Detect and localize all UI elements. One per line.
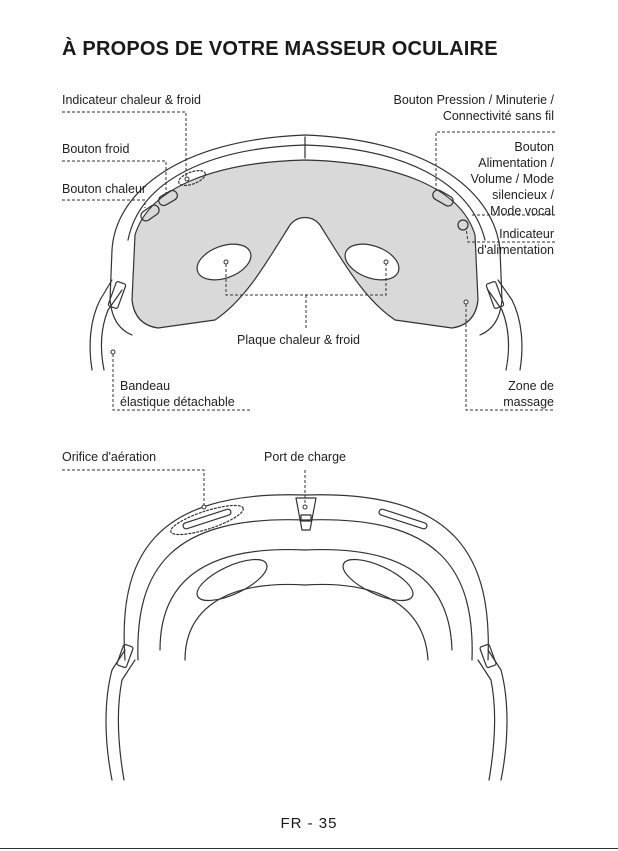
back-left-pad [196,558,268,602]
bottom-divider [0,848,618,849]
label-plate: Plaque chaleur & froid [237,333,360,347]
left-strap [89,279,123,371]
right-strap [487,279,523,371]
label-vent: Orifice d'aération [62,450,157,464]
charging-port-shape [295,497,317,531]
heat-button-shape [140,204,160,222]
mask-outer-shell [111,134,503,336]
label-indicator-heat-cold: Indicateur chaleur & froid [62,93,201,107]
vent-area [170,504,244,536]
back-right-pad [342,558,414,602]
label-massage-zone: Zone de massage [503,379,554,409]
label-pressure-button: Bouton Pression / Minuterie / Connectivi… [393,93,555,123]
massage-plate [131,159,479,329]
label-power-button: Bouton Alimentation / Volume / Mode sile… [470,140,554,218]
power-button-shape [432,189,454,207]
page-title: À PROPOS DE VOTRE MASSEUR OCULAIRE [62,38,498,60]
label-charging-port: Port de charge [264,450,346,464]
cold-button-shape [158,189,178,207]
label-power-indicator: Indicateur d'alimentation [477,227,554,257]
label-cold-button: Bouton froid [62,142,130,156]
right-eye-pad [344,243,400,281]
power-indicator-shape [457,219,469,231]
page-footer: FR - 35 [280,815,338,832]
label-strap: Bandeau élastique détachable [120,379,235,409]
label-heat-button: Bouton chaleur [62,182,147,196]
